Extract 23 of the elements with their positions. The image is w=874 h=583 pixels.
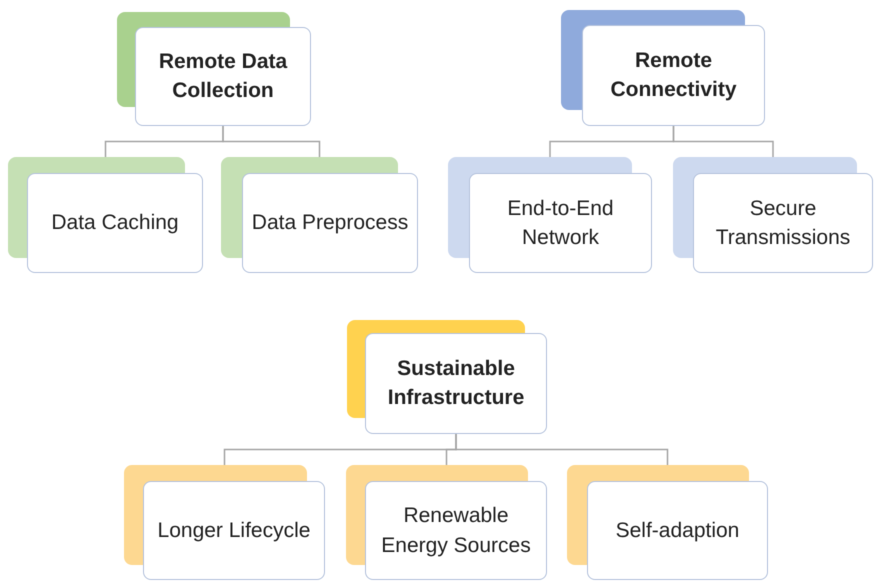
org-chart-card bbox=[221, 157, 418, 273]
org-chart-card bbox=[567, 465, 768, 580]
org-chart-card bbox=[448, 157, 652, 273]
node-label: Remote Data Collection bbox=[158, 49, 288, 104]
node-label: Renewable Energy Sources bbox=[380, 503, 532, 558]
connector-line bbox=[455, 434, 668, 465]
connector-line bbox=[222, 126, 320, 157]
node-label: Secure Transmissions bbox=[714, 196, 852, 251]
org-chart-card bbox=[347, 320, 547, 434]
org-chart-card bbox=[124, 465, 325, 580]
node-label: Self-adaption bbox=[616, 518, 740, 544]
connector-line bbox=[672, 126, 774, 157]
org-chart-card bbox=[673, 157, 873, 273]
node-label: Data Preprocess bbox=[252, 210, 408, 236]
org-chart-card bbox=[117, 12, 311, 126]
node-label: Data Caching bbox=[51, 210, 179, 236]
node-label: Remote Connectivity bbox=[609, 48, 738, 102]
node-label: Sustainable Infrastructure bbox=[386, 356, 526, 410]
org-chart-card bbox=[561, 10, 765, 126]
org-chart-card bbox=[346, 465, 547, 580]
node-label: Longer Lifecycle bbox=[158, 518, 310, 544]
org-chart-card bbox=[8, 157, 203, 273]
node-label: End-to-End Network bbox=[506, 196, 615, 251]
